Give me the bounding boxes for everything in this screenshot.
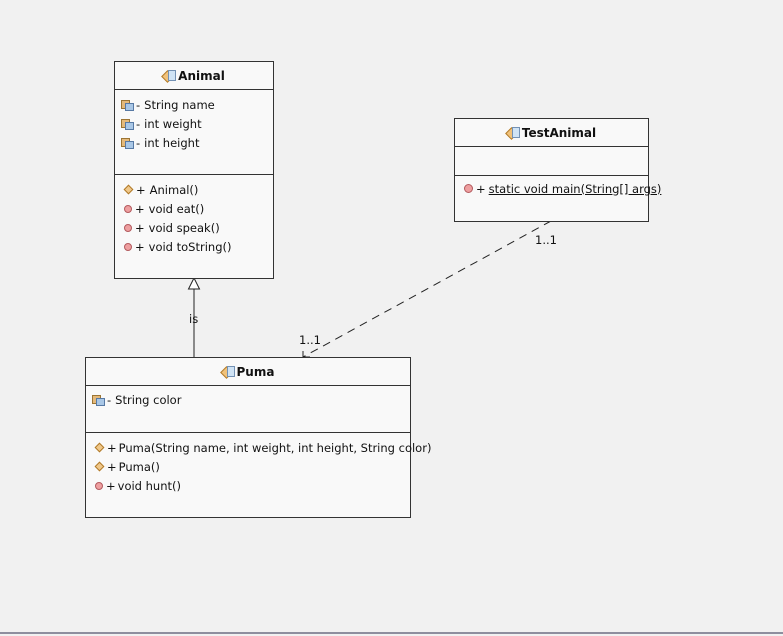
operations-section: + Puma(String name, int weight, int heig… [86,433,431,495]
operation-row[interactable]: + Puma(String name, int weight, int heig… [94,438,431,457]
attributes-section: - String name - int weight - int height [115,90,273,175]
static-method-icon [464,184,473,193]
canvas-bottom-border [0,632,783,634]
attribute-row[interactable]: - int height [121,133,273,152]
operation-row[interactable]: + void toString() [124,237,273,256]
operation-text: void toString() [148,239,232,254]
operation-text: void speak() [148,220,220,235]
field-icon [121,137,134,149]
association-multiplicity-source: 1..1 [535,233,557,247]
attribute-row[interactable]: - String name [121,95,273,114]
method-icon [95,481,103,490]
attribute-row[interactable]: - String color [92,390,410,409]
association-multiplicity-target: 1..1 [299,333,321,347]
method-icon [124,204,132,213]
visibility-marker: + [107,459,117,474]
operation-text: Puma(String name, int weight, int height… [118,440,432,455]
field-icon [92,394,105,406]
association-line [302,220,552,358]
attributes-section: - String color [86,386,410,433]
class-icon [504,127,520,140]
visibility-marker: + [106,478,116,493]
operation-text: static void main(String[] args) [488,181,662,196]
operation-text: Puma() [118,459,160,474]
operations-section: + Animal() + void eat() + void speak() +… [115,175,273,256]
class-name: Animal [178,68,225,83]
visibility-marker: - [107,392,112,407]
visibility-marker: - [136,116,141,131]
class-animal[interactable]: Animal - String name - int weight - int … [114,61,274,279]
class-test-animal[interactable]: TestAnimal + static void main(String[] a… [454,118,661,222]
visibility-marker: + [135,220,145,235]
visibility-marker: + [107,440,117,455]
visibility-marker: - [136,97,141,112]
operation-row[interactable]: + Animal() [123,180,273,199]
generalization-label: is [189,312,199,326]
operation-row[interactable]: + void hunt() [95,476,410,495]
constructor-icon [94,461,105,472]
operation-text: void hunt() [117,478,181,493]
attribute-text: String name [144,97,215,112]
attribute-row[interactable]: - int weight [121,114,273,133]
operation-row[interactable]: + static void main(String[] args) [464,179,661,198]
operations-section: + static void main(String[] args) [455,176,661,198]
attribute-text: int weight [144,116,202,131]
attribute-text: String color [115,392,182,407]
generalization-arrowhead [187,276,201,290]
operation-text: void eat() [148,201,205,216]
attributes-section [455,147,648,176]
visibility-marker: - [136,135,141,150]
class-puma[interactable]: Puma - String color + Puma(String name, … [85,357,431,518]
class-icon [161,70,177,83]
visibility-marker: + [135,201,145,216]
class-puma-header: Puma [86,358,410,386]
visibility-marker: + [135,239,145,254]
class-test-animal-header: TestAnimal [455,119,648,147]
class-name: Puma [236,364,275,379]
operation-text: Animal() [149,182,199,197]
attribute-text: int height [144,135,200,150]
class-icon [219,366,235,379]
visibility-marker: + [476,181,486,196]
operation-row[interactable]: + Puma() [94,457,410,476]
operation-row[interactable]: + void speak() [124,218,273,237]
field-icon [121,99,134,111]
method-icon [124,223,132,232]
class-name: TestAnimal [521,125,597,140]
constructor-icon [94,442,105,453]
operation-row[interactable]: + void eat() [124,199,273,218]
field-icon [121,118,134,130]
constructor-icon [123,184,134,195]
visibility-marker: + [136,182,146,197]
class-animal-header: Animal [115,62,273,90]
method-icon [124,242,132,251]
